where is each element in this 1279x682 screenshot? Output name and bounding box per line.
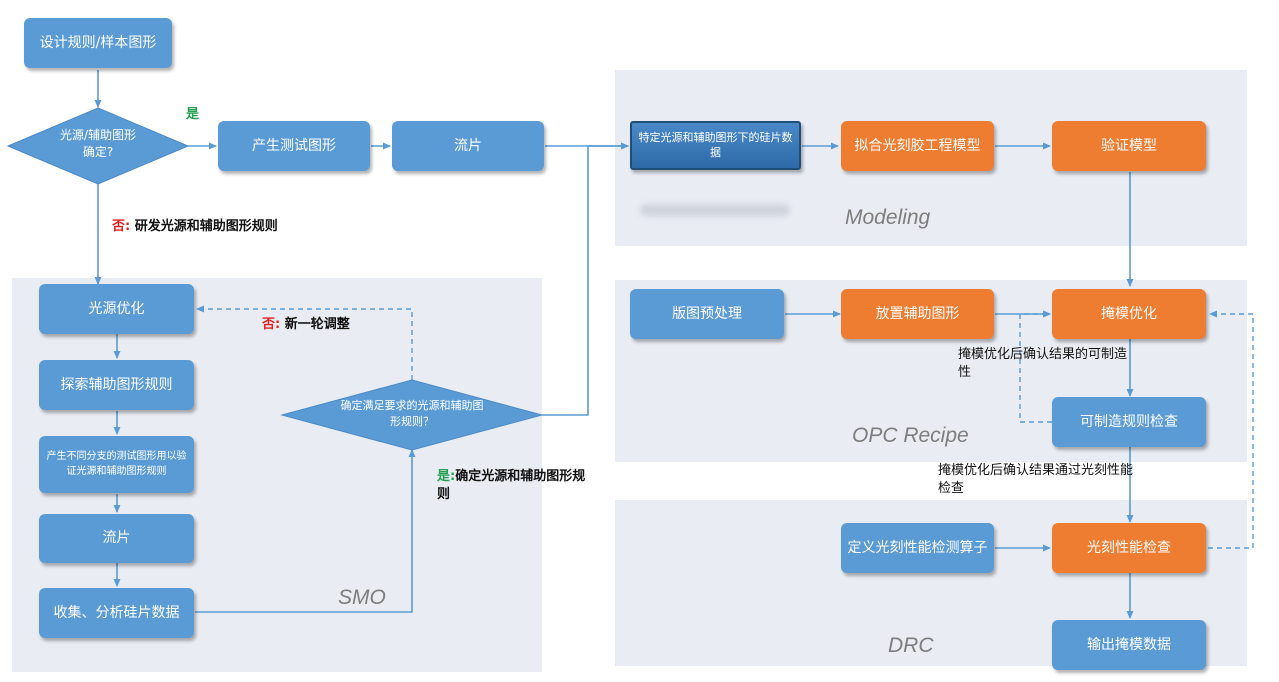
gen-branch-patterns-box: 产生不同分支的测试图形用以验证光源和辅助图形规则: [39, 436, 194, 493]
blurred-bar: [640, 204, 790, 216]
yes-confirm-prefix: 是:: [437, 469, 456, 484]
yes-confirm-text: 确定光源和辅助图形规则: [437, 469, 586, 502]
mask-optimization-box: 掩模优化: [1052, 289, 1206, 339]
verify-model-box: 验证模型: [1052, 121, 1206, 171]
no-develop-prefix: 否:: [112, 219, 131, 234]
pass-litho-note: 掩模优化后确认结果通过光刻性能检查: [938, 463, 1134, 496]
no-new-round-label: 否: 新一轮调整: [262, 316, 350, 334]
smo-panel-title: SMO: [338, 586, 386, 609]
source-optimization-box: 光源优化: [39, 284, 194, 334]
arrow-collect-to-decision: [195, 449, 416, 613]
arrow-decision-to-modeling: [542, 142, 629, 416]
decision-source-text: 光源/辅助图形确定?: [59, 128, 137, 160]
decision-source-diamond: [6, 107, 190, 185]
design-rules-box: 设计规则/样本图形: [24, 18, 172, 68]
gen-test-pattern-box: 产生测试图形: [218, 121, 370, 171]
no-develop-text: 研发光源和辅助图形规则: [134, 219, 278, 234]
no-develop-label: 否: 研发光源和辅助图形规则: [112, 218, 278, 236]
manufacturability-note: 掩模优化后确认结果的可制造性: [958, 347, 1128, 380]
no-new-round-prefix: 否:: [262, 317, 281, 332]
decision-requirements-diamond: [280, 379, 544, 451]
collect-analyze-box: 收集、分析硅片数据: [39, 588, 194, 638]
mrc-check-box: 可制造规则检查: [1052, 397, 1206, 447]
decision-requirements-text: 确定满足要求的光源和辅助图形规则？: [340, 399, 484, 428]
dashed-litho-to-mask-opt: [1208, 310, 1254, 549]
smo-tapeout-box: 流片: [39, 514, 194, 563]
tapeout-top-box: 流片: [392, 121, 544, 171]
modeling-panel-title: Modeling: [845, 206, 931, 229]
dashed-mrc-to-mask-opt: [1019, 310, 1052, 423]
yes-confirm-label: 是:确定光源和辅助图形规则: [437, 468, 587, 503]
wafer-data-box: 特定光源和辅助图形下的硅片数据: [630, 121, 801, 170]
opc-recipe-panel-title: OPC Recipe: [852, 424, 969, 447]
explore-assist-rules-box: 探索辅助图形规则: [39, 360, 194, 410]
output-mask-data-box: 输出掩模数据: [1052, 620, 1206, 670]
define-litho-operator-box: 定义光刻性能检测算子: [841, 523, 994, 573]
layout-preprocess-box: 版图预处理: [630, 289, 784, 339]
drc-panel-title: DRC: [888, 634, 934, 657]
yes-label: 是: [186, 107, 200, 122]
place-assist-box: 放置辅助图形: [841, 289, 994, 339]
litho-check-box: 光刻性能检查: [1052, 523, 1206, 573]
no-new-round-text: 新一轮调整: [284, 317, 350, 332]
fit-resist-model-box: 拟合光刻胶工程模型: [841, 121, 994, 171]
